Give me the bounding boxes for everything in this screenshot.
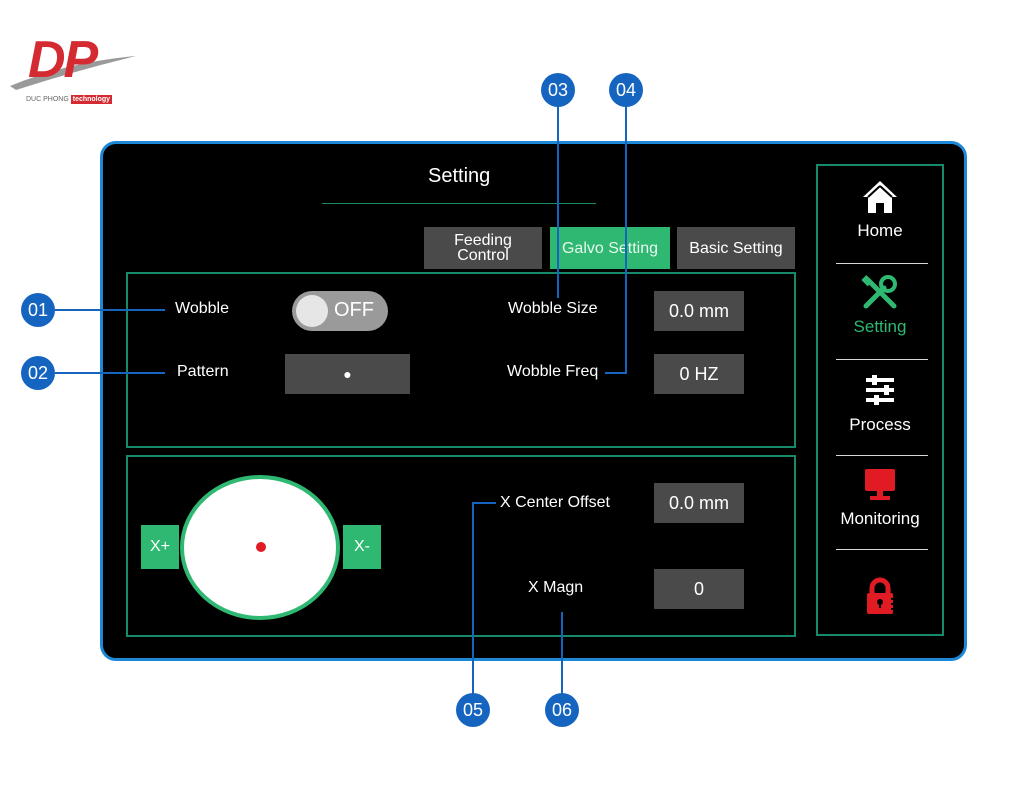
x-center-offset-field[interactable]: 0.0 mm [654, 483, 744, 523]
nav-label-setting: Setting [853, 317, 907, 336]
tools-icon [861, 275, 897, 309]
callout-line-05 [472, 502, 474, 694]
nav-divider [836, 263, 928, 264]
logo-swoosh [10, 56, 136, 90]
tab-basic-setting[interactable]: Basic Setting [677, 227, 795, 269]
callout-badge-06: 06 [545, 693, 579, 727]
x-axis-panel [126, 455, 796, 637]
nav-divider [836, 359, 928, 360]
x-magn-field[interactable]: 0 [654, 569, 744, 609]
callout-line-03 [557, 106, 559, 298]
tab-galvo-setting[interactable]: Galvo Setting [550, 227, 670, 269]
nav-divider [836, 455, 928, 456]
nav-item-setting[interactable]: Setting [818, 274, 942, 337]
title-underline [322, 203, 596, 204]
wobble-freq-field[interactable]: 0 HZ [654, 354, 744, 394]
nav-divider [836, 549, 928, 550]
logo-tagline: DUC PHONG technology [26, 95, 113, 104]
wobble-size-label: Wobble Size [508, 300, 598, 317]
callout-line-05-h [472, 502, 496, 504]
wobble-label: Wobble [175, 300, 229, 317]
x-plus-button[interactable]: X+ [141, 525, 179, 569]
wobble-size-field[interactable]: 0.0 mm [654, 291, 744, 331]
callout-line-01 [55, 309, 165, 311]
callout-badge-04: 04 [609, 73, 643, 107]
side-nav: Home Setting Process Monitoring [816, 164, 944, 636]
nav-item-lock[interactable] [818, 576, 942, 621]
center-point [256, 542, 266, 552]
brand-logo: DP DUC PHONG technology [8, 30, 140, 110]
nav-label-monitoring: Monitoring [840, 509, 920, 528]
sliders-icon [866, 375, 894, 405]
monitor-icon [865, 469, 895, 500]
wobble-preview-circle [180, 475, 340, 620]
tab-feeding-control[interactable]: Feeding Control [424, 227, 542, 269]
toggle-knob [296, 295, 328, 327]
callout-line-06 [561, 612, 563, 694]
wobble-settings-panel [126, 272, 796, 448]
callout-badge-01: 01 [21, 293, 55, 327]
nav-label-process: Process [849, 415, 911, 434]
pattern-select[interactable]: ● [285, 354, 410, 394]
callout-badge-02: 02 [21, 356, 55, 390]
logo-text: DP [28, 31, 98, 89]
home-icon [863, 181, 897, 213]
page-title: Setting [428, 165, 491, 187]
nav-item-home[interactable]: Home [818, 178, 942, 241]
toggle-state: OFF [334, 299, 374, 321]
x-center-offset-label: X Center Offset [500, 494, 610, 511]
nav-label-home: Home [857, 221, 903, 240]
wobble-freq-label: Wobble Freq [507, 363, 599, 380]
pattern-label: Pattern [177, 363, 229, 380]
callout-line-02 [55, 372, 165, 374]
nav-item-process[interactable]: Process [818, 372, 942, 435]
nav-item-monitoring[interactable]: Monitoring [818, 466, 942, 529]
x-magn-label: X Magn [528, 579, 584, 596]
callout-badge-05: 05 [456, 693, 490, 727]
callout-badge-03: 03 [541, 73, 575, 107]
x-minus-button[interactable]: X- [343, 525, 381, 569]
callout-line-04-h [605, 372, 627, 374]
wobble-toggle[interactable]: OFF [292, 291, 388, 331]
lock-icon [867, 577, 895, 614]
callout-line-04 [625, 106, 627, 374]
